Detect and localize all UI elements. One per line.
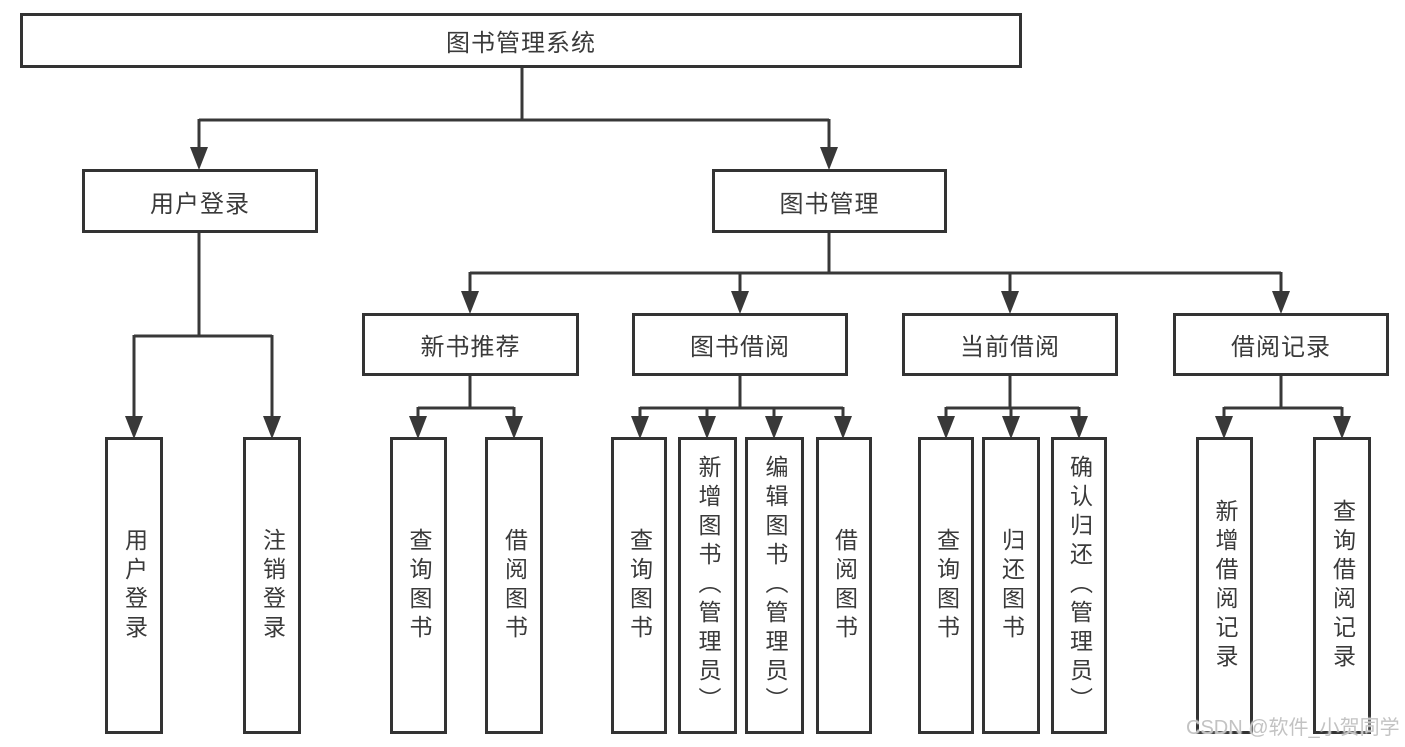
leaf-user-login: 用户登录: [105, 437, 163, 734]
node-label: 归还图书: [998, 527, 1025, 644]
node-book-management: 图书管理: [712, 169, 947, 233]
leaf-query-books: 查询图书: [918, 437, 974, 734]
node-label: 借阅记录: [1231, 334, 1331, 361]
leaf-add-borrow-record: 新增借阅记录: [1196, 437, 1253, 734]
leaf-return-books: 归还图书: [982, 437, 1040, 734]
node-label: 查询图书: [626, 527, 653, 644]
node-label: 图书借阅: [690, 334, 790, 361]
node-label: 确认归还（管理员）: [1066, 455, 1093, 716]
node-label: 借阅图书: [831, 527, 858, 644]
node-label: 借阅图书: [501, 527, 528, 644]
leaf-query-books: 查询图书: [390, 437, 447, 734]
node-label: 查询图书: [406, 527, 432, 644]
node-label: 新增借阅记录: [1212, 498, 1238, 673]
node-library-management-system: 图书管理系统: [20, 13, 1022, 68]
leaf-borrow-books: 借阅图书: [816, 437, 872, 734]
node-label: 新书推荐: [420, 334, 521, 361]
node-borrow-record: 借阅记录: [1173, 313, 1389, 376]
node-label: 用户登录: [150, 190, 250, 218]
csdn-watermark: CSDN @软件_小贺同学: [1186, 717, 1400, 739]
leaf-query-books: 查询图书: [611, 437, 667, 734]
node-new-book-recommend: 新书推荐: [362, 313, 579, 376]
node-label: 用户登录: [121, 527, 148, 644]
arrowheads: [125, 147, 1351, 439]
node-label: 图书管理系统: [446, 30, 596, 57]
node-label: 图书管理: [779, 190, 880, 218]
node-current-borrow: 当前借阅: [902, 313, 1118, 376]
node-label: 查询图书: [933, 527, 960, 644]
leaf-borrow-books: 借阅图书: [485, 437, 543, 734]
node-label: 注销登录: [259, 527, 286, 644]
node-label: 新增图书（管理员）: [695, 455, 721, 716]
leaf-add-books-admin: 新增图书（管理员）: [678, 437, 737, 734]
node-label: 当前借阅: [960, 334, 1060, 361]
node-label: 查询借阅记录: [1329, 498, 1356, 673]
node-book-borrow: 图书借阅: [632, 313, 848, 376]
leaf-confirm-return-admin: 确认归还（管理员）: [1051, 437, 1107, 734]
node-label: 编辑图书（管理员）: [762, 455, 788, 716]
leaf-query-borrow-record: 查询借阅记录: [1313, 437, 1371, 734]
node-user-login: 用户登录: [82, 169, 318, 233]
leaf-logout: 注销登录: [243, 437, 301, 734]
leaf-edit-books-admin: 编辑图书（管理员）: [745, 437, 804, 734]
